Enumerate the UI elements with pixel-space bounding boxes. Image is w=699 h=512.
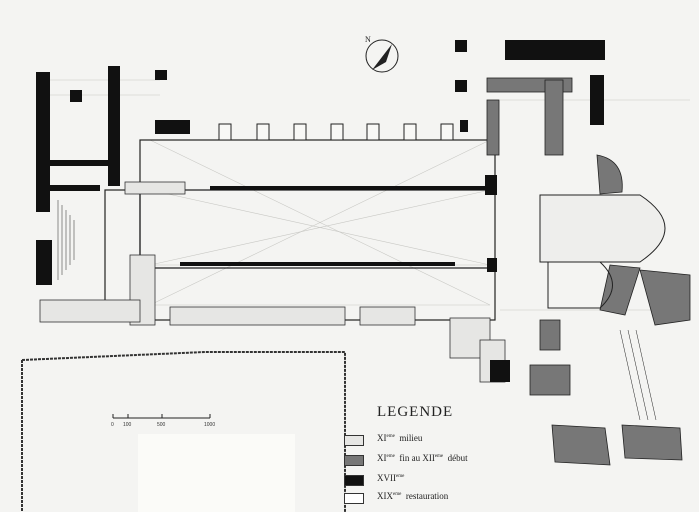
xi-milieu-walls	[39, 181, 506, 383]
scale-label-500: 500	[157, 422, 166, 428]
legend-label: XIeme milieu	[377, 433, 423, 443]
legend-title: LEGENDE	[377, 404, 454, 420]
chancel	[539, 194, 666, 309]
legend-swatch-light	[344, 435, 364, 446]
scale-label-100: 100	[123, 422, 132, 428]
scale-label-1000: 1000	[204, 422, 215, 428]
xi-late-walls	[486, 77, 691, 466]
legend-swatch-white	[344, 493, 364, 504]
staircase	[57, 200, 657, 421]
legend-label: XIeme fin au XIIeme début	[377, 453, 468, 463]
paper-patch	[138, 434, 295, 512]
perimeter-wall	[21, 351, 346, 512]
pier-row-north	[218, 123, 454, 141]
compass-label: N	[365, 35, 371, 44]
nave-outline	[104, 139, 496, 321]
north-arrow-icon: N	[365, 35, 399, 73]
legend-label: XIXeme restauration	[377, 491, 449, 501]
scale-bar: 0 100 500 1000	[111, 414, 215, 428]
legend-label: XVIIeme	[377, 473, 405, 483]
xvii-walls	[36, 40, 605, 382]
legend-swatch-dark	[344, 475, 364, 486]
legend-swatch-mid	[344, 455, 364, 466]
scale-label-0: 0	[111, 422, 114, 428]
